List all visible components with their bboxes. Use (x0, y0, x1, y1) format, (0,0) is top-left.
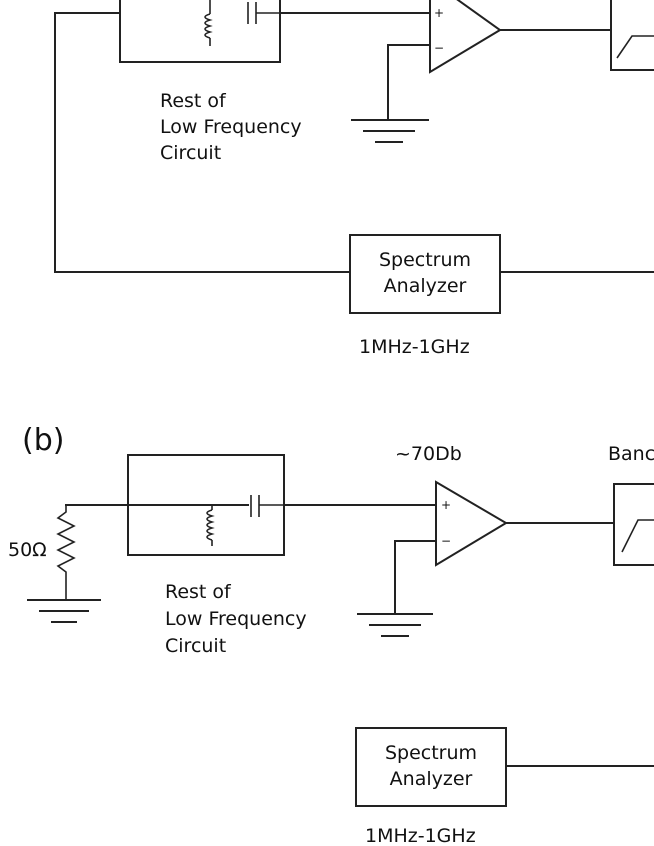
capacitor-icon (247, 2, 280, 24)
op-amp-icon: + − (435, 480, 508, 567)
gain-label: ~70Db (395, 443, 462, 465)
inductor-icon (206, 505, 215, 546)
amp-plus-sign: + (434, 6, 444, 20)
spectrum-analyzer-line2: Analyzer (384, 275, 467, 297)
circuit-caption-line3: Circuit (165, 635, 226, 657)
circuit-caption-line1: Rest of (160, 90, 227, 112)
panel-b-label: (b) (22, 423, 64, 458)
panel-a: + − Rest of Low Frequency Circuit Spectr… (54, 0, 654, 358)
bandpass-filter-icon (610, 0, 654, 71)
amp-plus-sign: + (441, 498, 451, 512)
resistor-label: 50Ω (8, 539, 47, 561)
resistor-icon (56, 505, 76, 600)
op-amp-icon: + − (429, 0, 502, 74)
amp-minus-sign: − (441, 534, 451, 548)
spectrum-analyzer-line1: Spectrum (379, 249, 471, 271)
spectrum-analyzer-line1: Spectrum (385, 742, 477, 764)
amp-minus-sign: − (434, 41, 444, 55)
spectrum-analyzer-box (349, 234, 501, 314)
capacitor-icon (250, 495, 284, 517)
circuit-box-a (119, 0, 281, 63)
spectrum-analyzer-line2: Analyzer (390, 768, 473, 790)
bandpass-filter-icon (613, 483, 654, 566)
ground-icon (27, 599, 101, 623)
inductor-icon (204, 0, 213, 46)
bandpass-label: Banc (608, 443, 654, 465)
circuit-caption-line2: Low Frequency (165, 608, 307, 630)
ground-icon (357, 613, 433, 637)
spectrum-analyzer-range: 1MHz-1GHz (365, 825, 476, 846)
circuit-caption-line3: Circuit (160, 142, 221, 164)
spectrum-analyzer-range: 1MHz-1GHz (359, 336, 470, 358)
ground-icon (351, 119, 429, 143)
spectrum-analyzer-box (355, 727, 507, 807)
panel-b: (b) ~70Db Banc 50Ω (8, 423, 654, 846)
circuit-caption-line2: Low Frequency (160, 116, 302, 138)
circuit-caption-line1: Rest of (165, 581, 232, 603)
